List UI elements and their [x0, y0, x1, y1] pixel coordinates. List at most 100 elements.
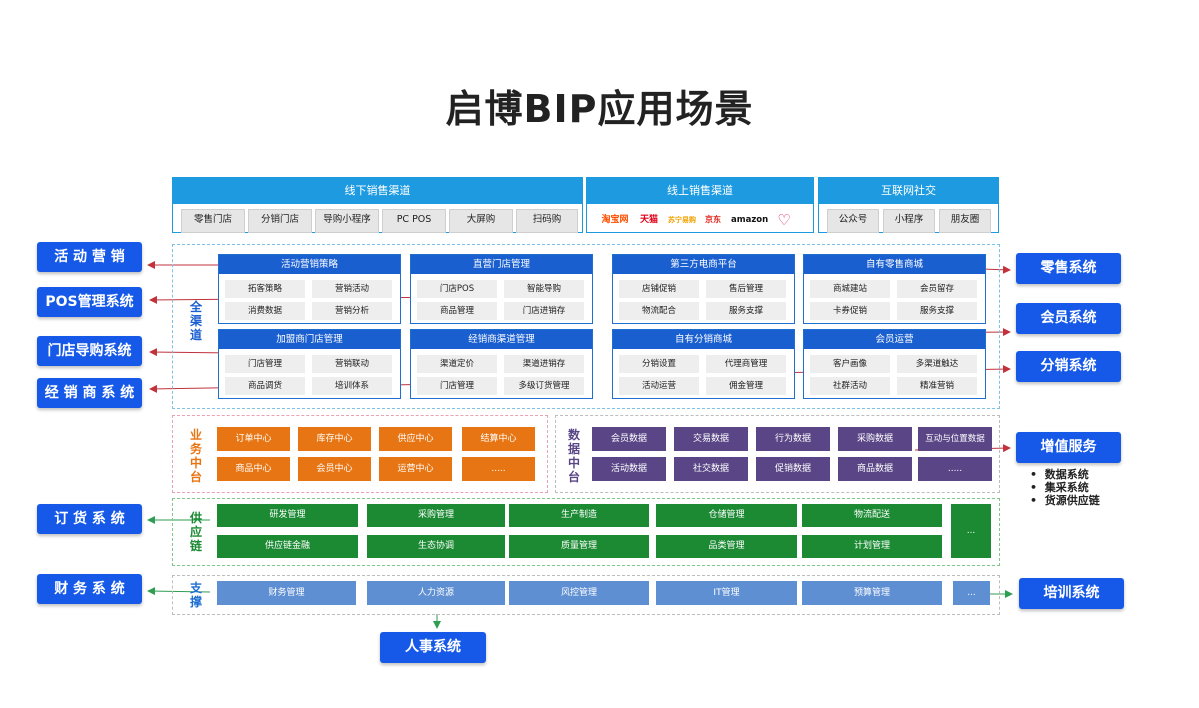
sc-procurement: 采购管理 — [367, 504, 505, 527]
support-more: ... — [953, 581, 990, 605]
offline-channel-title: 线下销售渠道 — [173, 178, 582, 204]
module-cell: 客户画像 — [810, 355, 890, 373]
pos-system-button[interactable]: POS管理系统 — [37, 287, 142, 317]
amazon-logo: amazon — [731, 215, 769, 225]
data-behavior: 行为数据 — [756, 427, 830, 451]
support-it: IT管理 — [656, 581, 797, 605]
data-promotion: 促销数据 — [756, 457, 830, 481]
module-cell: 分销设置 — [619, 355, 699, 373]
biz-member-center: 会员中心 — [298, 457, 371, 481]
module-own-retail-mall: 自有零售商城 商城建站 会员留存 卡券促销 服务支撑 — [803, 254, 986, 324]
module-title: 自有分销商城 — [613, 330, 794, 349]
data-social: 社交数据 — [674, 457, 748, 481]
online-channel-panel: 线上销售渠道 淘宝网 天猫 苏宁易购 京东 amazon ♡ — [586, 177, 814, 233]
support-area — [172, 575, 1000, 615]
value-added-service-button[interactable]: 增值服务 — [1016, 432, 1121, 463]
sc-logistics: 物流配送 — [802, 504, 942, 527]
chip-guide-miniprogram: 导购小程序 — [315, 209, 379, 233]
member-system-button[interactable]: 会员系统 — [1016, 303, 1121, 334]
module-cell: 店铺促销 — [619, 280, 699, 298]
module-cell: 多级订货管理 — [504, 377, 584, 395]
module-cell: 会员留存 — [897, 280, 977, 298]
chip-miniprogram: 小程序 — [883, 209, 935, 233]
bullet-text: 货源供应链 — [1044, 494, 1100, 507]
business-center-label: 业务中台 — [189, 428, 202, 484]
bullet-text: 集采系统 — [1044, 481, 1089, 494]
social-channel-panel: 互联网社交 公众号 小程序 朋友圈 — [818, 177, 999, 233]
sc-manufacturing: 生产制造 — [509, 504, 649, 527]
support-risk: 风控管理 — [509, 581, 649, 605]
module-cell: 营销分析 — [312, 302, 392, 320]
module-title: 会员运营 — [804, 330, 985, 349]
data-center-area — [555, 415, 1000, 493]
module-title: 活动营销策略 — [219, 255, 400, 274]
order-system-button[interactable]: 订 货 系 统 — [37, 504, 142, 534]
business-center-area — [172, 415, 548, 493]
support-label: 支撑 — [189, 581, 202, 609]
retail-system-button[interactable]: 零售系统 — [1016, 253, 1121, 284]
sc-more: ... — [951, 504, 991, 558]
suning-logo: 苏宁易购 — [668, 216, 696, 224]
biz-more: ..... — [462, 457, 535, 481]
module-cell: 营销联动 — [312, 355, 392, 373]
module-title: 自有零售商城 — [804, 255, 985, 274]
module-direct-store: 直营门店管理 门店POS 智能导购 商品管理 门店进销存 — [410, 254, 593, 324]
module-cell: 拓客策略 — [225, 280, 305, 298]
dealer-system-button[interactable]: 经 销 商 系 统 — [37, 378, 142, 408]
data-product: 商品数据 — [838, 457, 912, 481]
finance-system-button[interactable]: 财 务 系 统 — [37, 574, 142, 604]
heart-logo: ♡ — [777, 211, 791, 229]
module-cell: 门店POS — [417, 280, 497, 298]
data-more: ..... — [918, 457, 992, 481]
distribution-system-button[interactable]: 分销系统 — [1016, 351, 1121, 382]
module-cell: 物流配合 — [619, 302, 699, 320]
sc-ecosystem: 生态协调 — [367, 535, 505, 558]
module-cell: 渠道定价 — [417, 355, 497, 373]
module-cell: 活动运营 — [619, 377, 699, 395]
bullet-item: • 集采系统 — [1030, 481, 1089, 494]
supply-chain-label: 供应链 — [189, 511, 202, 553]
sc-planning: 计划管理 — [802, 535, 942, 558]
module-cell: 渠道进销存 — [504, 355, 584, 373]
social-channel-title: 互联网社交 — [819, 178, 998, 204]
omni-channel-area — [172, 244, 1000, 409]
chip-moments: 朋友圈 — [939, 209, 991, 233]
omni-channel-label: 全渠道 — [189, 300, 202, 342]
support-budget: 预算管理 — [802, 581, 942, 605]
module-cell: 商城建站 — [810, 280, 890, 298]
module-cell: 佣金管理 — [706, 377, 786, 395]
chip-retail-store: 零售门店 — [181, 209, 245, 233]
module-cell: 服务支撑 — [706, 302, 786, 320]
module-cell: 多渠道触达 — [897, 355, 977, 373]
sc-warehouse: 仓储管理 — [656, 504, 797, 527]
arrow-finance — [147, 587, 211, 596]
module-cell: 门店管理 — [417, 377, 497, 395]
biz-product-center: 商品中心 — [217, 457, 290, 481]
data-member: 会员数据 — [592, 427, 666, 451]
module-cell: 营销活动 — [312, 280, 392, 298]
module-title: 第三方电商平台 — [613, 255, 794, 274]
module-title: 加盟商门店管理 — [219, 330, 400, 349]
training-system-button[interactable]: 培训系统 — [1019, 578, 1124, 609]
hr-system-button[interactable]: 人事系统 — [380, 632, 486, 663]
biz-inventory-center: 库存中心 — [298, 427, 371, 451]
data-center-label: 数据中台 — [567, 428, 580, 484]
data-purchase: 采购数据 — [838, 427, 912, 451]
module-cell: 门店管理 — [225, 355, 305, 373]
biz-operation-center: 运营中心 — [379, 457, 452, 481]
supply-chain-area — [172, 498, 1000, 566]
module-cell: 服务支撑 — [897, 302, 977, 320]
module-cell: 卡券促销 — [810, 302, 890, 320]
taobao-logo: 淘宝网 — [601, 215, 629, 225]
chip-official-account: 公众号 — [827, 209, 879, 233]
support-hr: 人力资源 — [367, 581, 505, 605]
activity-marketing-button[interactable]: 活 动 营 销 — [37, 242, 142, 272]
module-dealer-channel: 经销商渠道管理 渠道定价 渠道进销存 门店管理 多级订货管理 — [410, 329, 593, 399]
sc-quality: 质量管理 — [509, 535, 649, 558]
module-cell: 售后管理 — [706, 280, 786, 298]
module-cell: 消费数据 — [225, 302, 305, 320]
store-guide-system-button[interactable]: 门店导购系统 — [37, 336, 142, 366]
bullet-item: • 数据系统 — [1030, 468, 1089, 481]
module-cell: 商品调货 — [225, 377, 305, 395]
chip-big-screen: 大屏购 — [449, 209, 513, 233]
